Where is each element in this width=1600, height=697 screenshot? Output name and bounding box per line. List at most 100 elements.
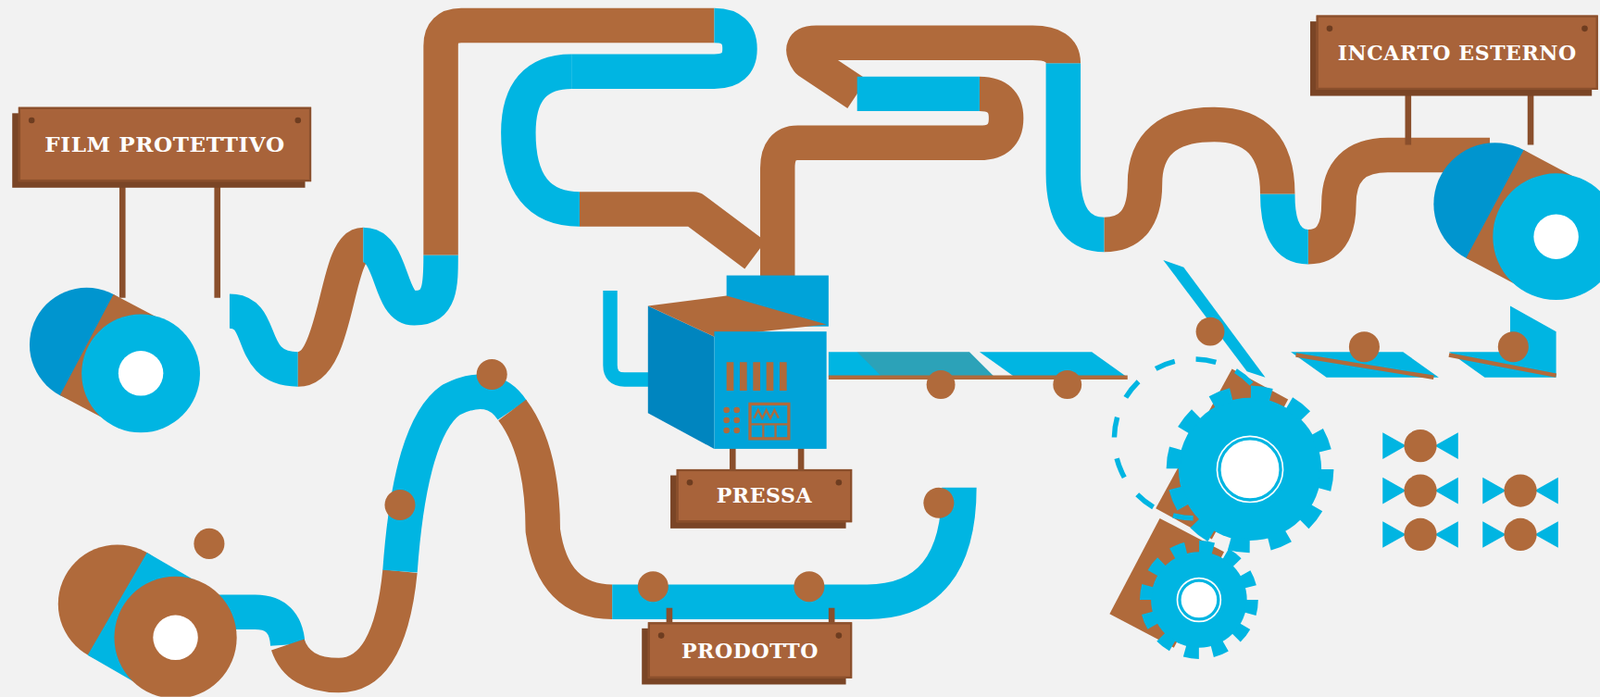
sign-label: INCARTO ESTERNO [1337,41,1577,64]
wrap-end [1434,477,1458,505]
belt [400,391,513,572]
conveyor [828,260,1557,378]
candies [193,317,1528,602]
press-machine [610,275,829,450]
strip-edge [1449,355,1557,376]
wrap-end [1434,521,1458,549]
sign-board: FILM PROTETTIVO [18,107,312,182]
strip [828,351,996,378]
candy [1403,518,1437,551]
candy [1403,474,1437,507]
panel-lines [750,410,789,439]
ribbon [571,25,740,73]
ribbon [803,42,1063,94]
candy [1403,429,1437,463]
roll-face [81,313,200,433]
big-gear [1113,359,1326,547]
candy [1196,317,1225,347]
roll-hole [118,350,163,396]
wrapped-candy [1482,474,1559,507]
ribbon [1277,193,1309,247]
belt [287,571,400,675]
post [729,447,737,472]
dot [723,407,730,414]
ribbons [213,25,1490,676]
pipe [610,290,653,380]
wrapped-candy [1382,518,1459,551]
dot [723,417,730,425]
wrapped-candy [1382,474,1459,507]
vents [723,362,787,434]
sign-board: PRODOTTO [648,622,852,679]
post [1527,87,1535,146]
ribbon [1062,62,1104,235]
candy [926,370,956,400]
wrap-end [1434,432,1458,460]
candy [793,571,825,602]
candy [1503,474,1537,507]
candy [1498,331,1529,363]
strip [979,351,1128,378]
gear-teeth [1173,392,1326,546]
dot [733,407,740,414]
wrap-end [1534,521,1558,549]
dot [723,427,730,435]
strip [1449,306,1557,378]
roll-face [1492,173,1600,300]
wrap-end [1482,477,1506,505]
wrapped-candies [1382,429,1559,551]
gear-hole [1219,438,1281,500]
wrap-end [1382,432,1406,460]
candy [384,489,415,521]
wrapped-candy [1482,518,1559,551]
strip [857,351,996,378]
ribbon [857,76,980,112]
gear-ring [1174,575,1224,625]
small-gear [1134,547,1252,654]
vent [739,362,748,391]
dot [733,427,740,435]
wrap-end [1382,477,1406,505]
candy [1349,331,1380,363]
vent [779,362,788,391]
ribbon [777,93,1007,296]
candy [1503,518,1537,551]
candy [923,487,954,519]
post [213,179,221,299]
press-front [713,331,826,450]
dot [733,417,740,425]
gear-teeth [1146,547,1253,654]
gear-hole [1179,580,1219,620]
ribbon [518,71,580,210]
belt [512,410,613,602]
sign-posts [122,87,1531,625]
roll-hole [152,615,198,661]
ribbon [579,209,756,256]
ribbon [298,244,364,369]
sign-label: PRODOTTO [681,638,819,662]
film-roll [29,287,200,433]
candy [193,528,225,560]
ribbon [1103,124,1277,235]
candy [637,571,669,602]
candy [1052,370,1082,400]
vent [726,362,735,391]
wrap-roll [1433,142,1600,300]
roll-face [113,576,237,697]
wrap-end [1534,477,1558,505]
roll-hole [1533,213,1578,259]
gear-ring [1213,433,1286,505]
wrap-end [1482,521,1506,549]
product-roll [58,544,238,697]
ribbon [229,311,299,370]
sign-label: PRESSA [716,484,813,507]
wrap-end [1382,521,1406,549]
vent [766,362,775,391]
panel [750,403,789,438]
sign-label: FILM PROTETTIVO [44,132,285,156]
post [119,179,126,299]
sign-board: PRESSA [676,469,853,523]
press-top [648,296,827,338]
